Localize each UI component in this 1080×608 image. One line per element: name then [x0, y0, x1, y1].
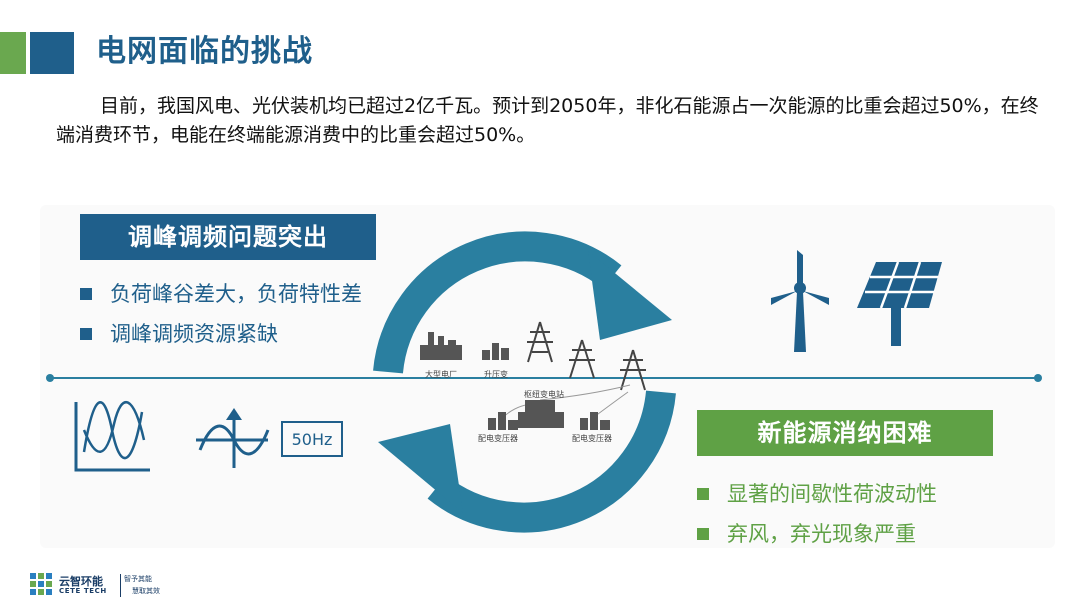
label-step-up: 升压变: [484, 369, 508, 379]
bullet-square-icon: [80, 288, 92, 300]
bullet-text: 弃风，弃光现象严重: [727, 522, 916, 546]
dist-transformer-right-icon: [580, 412, 610, 430]
solar-panel-icon: [857, 262, 942, 346]
list-item: 调峰调频资源紧缺: [80, 314, 362, 354]
bullet-square-icon: [697, 488, 709, 500]
peak-regulation-bullets: 负荷峰谷差大，负荷特性差 调峰调频资源紧缺: [80, 274, 362, 354]
title-accent-green: [0, 32, 26, 74]
logo-divider: [120, 574, 121, 597]
renewable-absorption-bullets: 显著的间歇性荷波动性 弃风，弃光现象严重: [697, 474, 937, 554]
renewable-absorption-header: 新能源消纳困难: [697, 410, 993, 456]
label-hub-substation: 枢纽变电站: [524, 389, 564, 399]
cycle-arrow-icon: [373, 231, 676, 533]
step-up-transformer-icon: [482, 343, 509, 360]
slide-title: 电网面临的挑战: [96, 34, 313, 69]
logo-mosaic-icon: [30, 573, 52, 595]
hub-substation-icon: [518, 400, 564, 428]
wind-turbine-icon: [771, 250, 829, 352]
dist-transformer-left-icon: [488, 412, 518, 430]
power-plant-icon: [420, 332, 462, 360]
sine-arrows-icon: [196, 408, 270, 468]
transmission-tower-icon: [527, 321, 646, 391]
label-dist-transformer-left: 配电变压器: [478, 433, 518, 443]
solar-panel-grid: [865, 261, 938, 309]
bullet-square-icon: [80, 328, 92, 340]
company-logo: 云智环能 CETE TECH 智予其能 慧取其效: [28, 571, 168, 601]
horizontal-axis-line: [46, 374, 1042, 382]
bullet-text: 负荷峰谷差大，负荷特性差: [110, 282, 362, 306]
frequency-label: 50Hz: [292, 430, 333, 449]
frequency-box: 50Hz: [281, 421, 343, 457]
title-accent-blue: [30, 32, 74, 74]
list-item: 负荷峰谷差大，负荷特性差: [80, 274, 362, 314]
logo-slogan-2: 慧取其效: [132, 587, 160, 595]
list-item: 显著的间歇性荷波动性: [697, 474, 937, 514]
logo-cn: 云智环能: [59, 575, 103, 588]
list-item: 弃风，弃光现象严重: [697, 514, 937, 554]
logo-en: CETE TECH: [59, 587, 107, 595]
bullet-text: 显著的间歇性荷波动性: [727, 482, 937, 506]
bullet-square-icon: [697, 528, 709, 540]
intro-paragraph: 目前，我国风电、光伏装机均已超过2亿千瓦。预计到2050年，非化石能源占一次能源…: [56, 95, 1039, 146]
label-dist-transformer-right: 配电变压器: [572, 433, 612, 443]
label-power-plant: 大型电厂: [425, 369, 457, 379]
peak-regulation-header: 调峰调频问题突出: [80, 214, 376, 260]
bullet-text: 调峰调频资源紧缺: [110, 322, 278, 346]
waveform-icon: [74, 401, 150, 472]
logo-slogan-1: 智予其能: [124, 575, 152, 583]
